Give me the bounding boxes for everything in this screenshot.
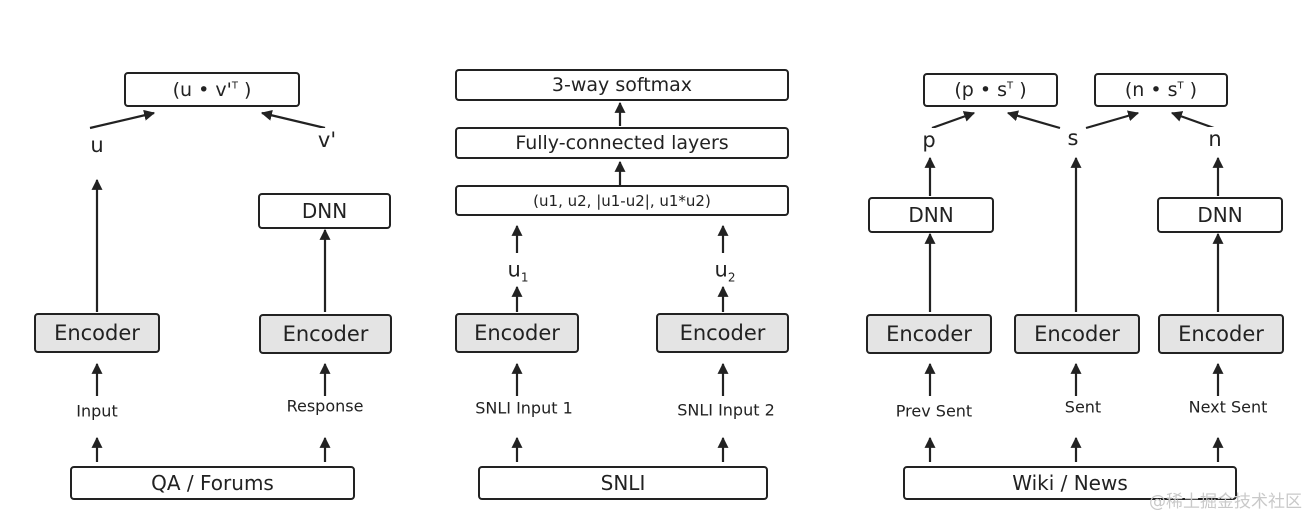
- next-sent-label: Next Sent: [1186, 397, 1270, 417]
- snli-source-box: SNLI: [478, 466, 768, 500]
- snli-source-label: SNLI: [600, 471, 646, 495]
- arrow: [89, 109, 156, 130]
- s-label: s: [1065, 126, 1081, 150]
- u1-label: u1: [505, 257, 531, 285]
- input-label: Input: [74, 401, 120, 421]
- wiki-ps-box: (p • sT ): [923, 73, 1058, 107]
- snli-input2-label: SNLI Input 2: [675, 400, 777, 420]
- dot-product-label: (u • v'T ): [173, 79, 252, 101]
- qa-encoder-left: Encoder: [34, 313, 160, 353]
- prev-sent-label: Prev Sent: [893, 401, 975, 421]
- fc-label: Fully-connected layers: [515, 132, 729, 154]
- wiki-news-source-label: Wiki / News: [1012, 471, 1128, 495]
- u1-sub: 1: [520, 270, 529, 285]
- encoder-label: Encoder: [679, 321, 766, 345]
- encoder-label: Encoder: [886, 322, 972, 346]
- encoder-label: Encoder: [1034, 322, 1120, 346]
- ns-text: (n • s: [1124, 79, 1178, 101]
- wiki-encoder-sent: Encoder: [1014, 314, 1140, 354]
- qa-encoder-right: Encoder: [259, 314, 392, 354]
- snli-encoder-left: Encoder: [455, 313, 579, 353]
- dnn-label: DNN: [1197, 203, 1243, 227]
- sent-label: Sent: [1062, 397, 1104, 417]
- transpose-sup: T: [1177, 80, 1184, 92]
- snli-features-box: (u1, u2, |u1-u2|, u1*u2): [455, 185, 789, 216]
- arrow: [1085, 110, 1140, 130]
- wiki-encoder-next: Encoder: [1158, 314, 1284, 354]
- transpose-sup: T: [231, 80, 238, 92]
- features-label: (u1, u2, |u1-u2|, u1*u2): [533, 191, 711, 210]
- n-label: n: [1206, 127, 1224, 151]
- dot-product-text: (u • v': [172, 78, 232, 101]
- u2-label: u2: [712, 257, 738, 285]
- v-prime-label: v': [315, 128, 339, 152]
- dnn-label: DNN: [301, 199, 348, 223]
- qa-forums-source-box: QA / Forums: [70, 466, 355, 500]
- qa-dnn-box: DNN: [258, 193, 391, 229]
- wiki-news-source-box: Wiki / News: [903, 466, 1237, 500]
- dot-product-close: ): [237, 78, 252, 101]
- softmax-label: 3-way softmax: [551, 74, 693, 96]
- ns-close: ): [1183, 79, 1198, 101]
- arrow: [260, 109, 326, 130]
- ps-label: (p • sT ): [954, 79, 1026, 101]
- snli-fc-box: Fully-connected layers: [455, 127, 789, 159]
- arrow: [1170, 111, 1215, 130]
- wiki-ns-box: (n • sT ): [1094, 73, 1228, 107]
- transpose-sup: T: [1007, 80, 1014, 92]
- encoder-label: Encoder: [54, 321, 140, 345]
- encoder-label: Encoder: [282, 322, 369, 346]
- dnn-label: DNN: [908, 203, 954, 227]
- snli-softmax-box: 3-way softmax: [455, 69, 789, 101]
- watermark: @稀土掘金技术社区: [1149, 492, 1302, 512]
- response-label: Response: [284, 396, 366, 416]
- ps-text: (p • s: [954, 79, 1008, 101]
- u2-sub: 2: [727, 270, 736, 285]
- wiki-dnn-next-box: DNN: [1157, 197, 1283, 233]
- qa-dot-product-box: (u • v'T ): [124, 72, 300, 107]
- arrow: [1006, 110, 1061, 130]
- u-label: u: [88, 133, 106, 157]
- wiki-dnn-prev-box: DNN: [868, 197, 994, 233]
- encoder-label: Encoder: [474, 321, 560, 345]
- u1-base: u: [507, 257, 521, 282]
- encoder-label: Encoder: [1178, 322, 1264, 346]
- ns-label: (n • sT ): [1125, 79, 1197, 101]
- arrow: [931, 111, 976, 130]
- ps-close: ): [1013, 79, 1027, 101]
- p-label: p: [920, 128, 938, 152]
- qa-forums-source-label: QA / Forums: [151, 471, 274, 495]
- snli-encoder-right: Encoder: [656, 313, 789, 353]
- wiki-encoder-prev: Encoder: [866, 314, 992, 354]
- u2-base: u: [714, 257, 728, 282]
- snli-input1-label: SNLI Input 1: [473, 398, 575, 418]
